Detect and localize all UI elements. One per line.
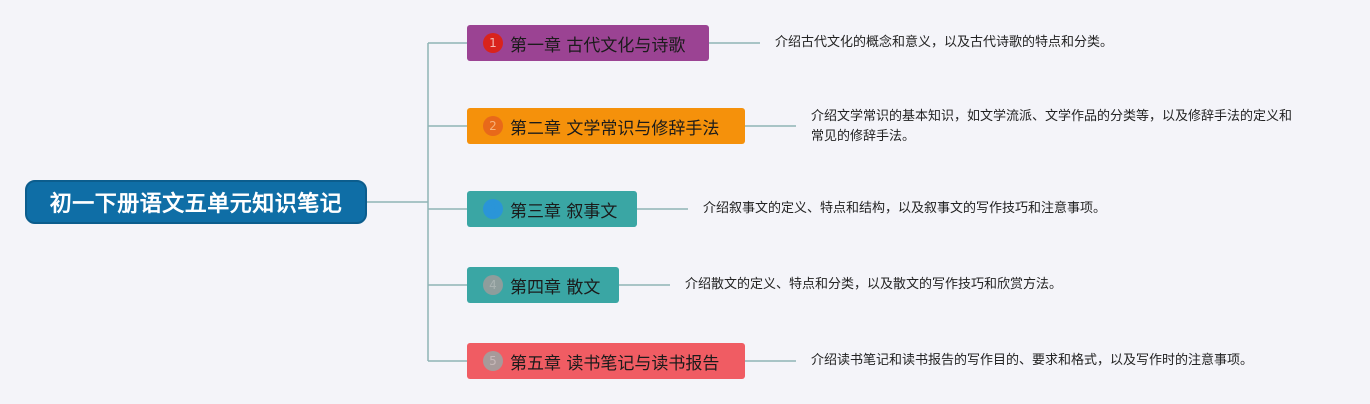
branch-label: 第四章 散文 xyxy=(510,277,601,298)
root-topic-label: 初一下册语文五单元知识笔记 xyxy=(49,192,343,217)
number-badge-icon: 4 xyxy=(483,275,503,295)
branch-description-2: 介绍文学常识的基本知识，如文学流派、文学作品的分类等，以及修辞手法的定义和常见的… xyxy=(811,109,1293,144)
number-badge-icon: 3 xyxy=(483,199,503,219)
branch-label: 第五章 读书笔记与读书报告 xyxy=(510,353,720,374)
branch-chapter-3[interactable]: 3 第三章 叙事文 xyxy=(467,191,637,227)
branch-chapter-2[interactable]: 2 第二章 文学常识与修辞手法 xyxy=(467,108,745,144)
branch-chapter-5[interactable]: 5 第五章 读书笔记与读书报告 xyxy=(467,343,745,379)
branch-description-3: 介绍叙事文的定义、特点和结构，以及叙事文的写作技巧和注意事项。 xyxy=(703,201,1107,216)
number-badge-icon: 2 xyxy=(483,116,503,136)
branch-description-5: 介绍读书笔记和读书报告的写作目的、要求和格式，以及写作时的注意事项。 xyxy=(811,353,1254,368)
branch-chapter-1[interactable]: 1 第一章 古代文化与诗歌 xyxy=(467,25,709,61)
branch-label: 第三章 叙事文 xyxy=(510,201,618,222)
branch-label: 第一章 古代文化与诗歌 xyxy=(510,35,686,56)
branch-description-1: 介绍古代文化的概念和意义，以及古代诗歌的特点和分类。 xyxy=(775,35,1114,50)
branch-description-4: 介绍散文的定义、特点和分类，以及散文的写作技巧和欣赏方法。 xyxy=(685,277,1063,292)
number-badge-icon: 1 xyxy=(483,33,503,53)
root-topic[interactable]: 初一下册语文五单元知识笔记 xyxy=(25,180,367,224)
number-badge-icon: 5 xyxy=(483,351,503,371)
branch-chapter-4[interactable]: 4 第四章 散文 xyxy=(467,267,619,303)
branch-label: 第二章 文学常识与修辞手法 xyxy=(510,118,720,139)
